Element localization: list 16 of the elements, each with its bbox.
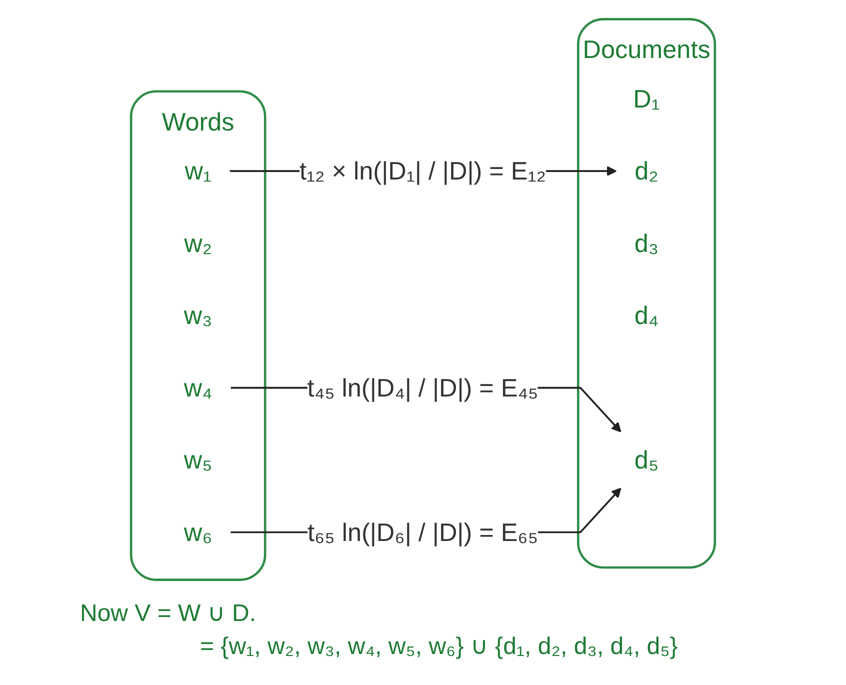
node-text: w₃ (184, 301, 212, 330)
node-text: d₃ (634, 228, 659, 258)
edge-label: t₁₂ × ln(|D₁| / |D|) = E₁₂ (299, 156, 546, 186)
node-text: d₄ (634, 301, 659, 330)
equation-text: Now V = W ∪ D. (80, 599, 256, 628)
edge-label: t₄₅ ln(|D₄| / |D|) = E₄₅ (307, 373, 538, 402)
node-text: w₅ (184, 446, 212, 474)
node-text: w₄ (184, 373, 212, 402)
equation-text: = {w₁, w₂, w₃, w₄, w₅, w₆} ∪ {d₁, d₂, d₃, d₄, d₅} (199, 632, 678, 661)
node-text: w₆ (184, 518, 212, 547)
node-text: D₁ (633, 84, 660, 114)
node-text: w₁ (184, 156, 212, 186)
node-text: w₂ (184, 228, 212, 258)
edge-label: t₆₅ ln(|D₆| / |D|) = E₆₅ (307, 518, 538, 547)
node-text: d₂ (634, 156, 658, 186)
node-text: d₅ (634, 446, 659, 474)
